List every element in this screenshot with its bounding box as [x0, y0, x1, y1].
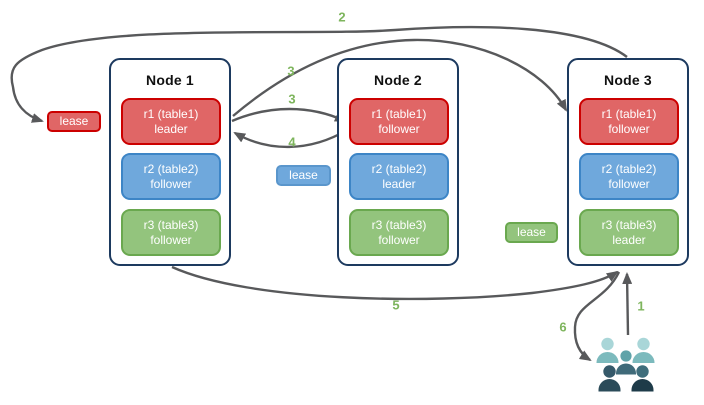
arrow-step-6 [573, 271, 621, 362]
lease-badge-table1: lease [47, 111, 101, 132]
replica-role: follower [608, 121, 650, 136]
replica-name: r1 (table1) [143, 106, 199, 121]
step-label-1: 1 [637, 298, 645, 314]
node1-replica-r3: r3 (table3) follower [121, 209, 221, 256]
node3-replica-r3: r3 (table3) leader [579, 209, 679, 256]
person-icon [632, 337, 655, 363]
node2-replica-r1: r1 (table1) follower [349, 98, 449, 145]
person-icon [596, 337, 619, 363]
arrow-step-3-to-node2 [231, 107, 347, 123]
node-3-title: Node 3 [604, 72, 652, 88]
users-group-icon [596, 337, 655, 392]
step-label-3-mid: 3 [288, 91, 296, 107]
replica-name: r1 (table1) [601, 106, 657, 121]
replica-name: r2 (table2) [601, 161, 657, 176]
node-2-title: Node 2 [374, 72, 422, 88]
replica-role: leader [154, 121, 188, 136]
arrow-step-5 [171, 265, 619, 301]
step-label-4: 4 [288, 134, 296, 150]
replica-name: r2 (table2) [371, 161, 427, 176]
replica-name: r1 (table1) [371, 106, 427, 121]
replica-role: follower [608, 176, 650, 191]
person-icon [616, 350, 636, 375]
arrow-step-2 [10, 25, 628, 123]
replica-role: leader [612, 232, 646, 247]
replica-name: r3 (table3) [371, 217, 427, 232]
replica-name: r3 (table3) [143, 217, 199, 232]
lease-badge-table3: lease [505, 222, 558, 243]
node-1: Node 1 r1 (table1) leader r2 (table2) fo… [109, 58, 231, 266]
node1-replica-r2: r2 (table2) follower [121, 153, 221, 200]
node-1-title: Node 1 [146, 72, 194, 88]
lease-badge-table2: lease [276, 165, 331, 186]
step-label-6: 6 [559, 319, 567, 335]
replica-role: follower [378, 121, 420, 136]
node2-replica-r3: r3 (table3) follower [349, 209, 449, 256]
replica-role: leader [382, 176, 416, 191]
node-3: Node 3 r1 (table1) follower r2 (table2) … [567, 58, 689, 266]
arrow-step-1 [622, 272, 633, 336]
person-icon [631, 365, 654, 392]
step-label-2: 2 [338, 9, 346, 25]
arrow-step-3-to-node3 [232, 38, 568, 117]
replica-role: follower [150, 176, 192, 191]
replica-name: r3 (table3) [601, 217, 657, 232]
node3-replica-r2: r2 (table2) follower [579, 153, 679, 200]
step-label-5: 5 [392, 297, 400, 313]
node2-replica-r2: r2 (table2) leader [349, 153, 449, 200]
arrow-step-4 [233, 128, 348, 149]
step-label-3-top: 3 [287, 63, 295, 79]
node1-replica-r1: r1 (table1) leader [121, 98, 221, 145]
replica-role: follower [150, 232, 192, 247]
person-icon [598, 365, 621, 392]
replica-role: follower [378, 232, 420, 247]
node-2: Node 2 r1 (table1) follower r2 (table2) … [337, 58, 459, 266]
replica-name: r2 (table2) [143, 161, 199, 176]
node3-replica-r1: r1 (table1) follower [579, 98, 679, 145]
